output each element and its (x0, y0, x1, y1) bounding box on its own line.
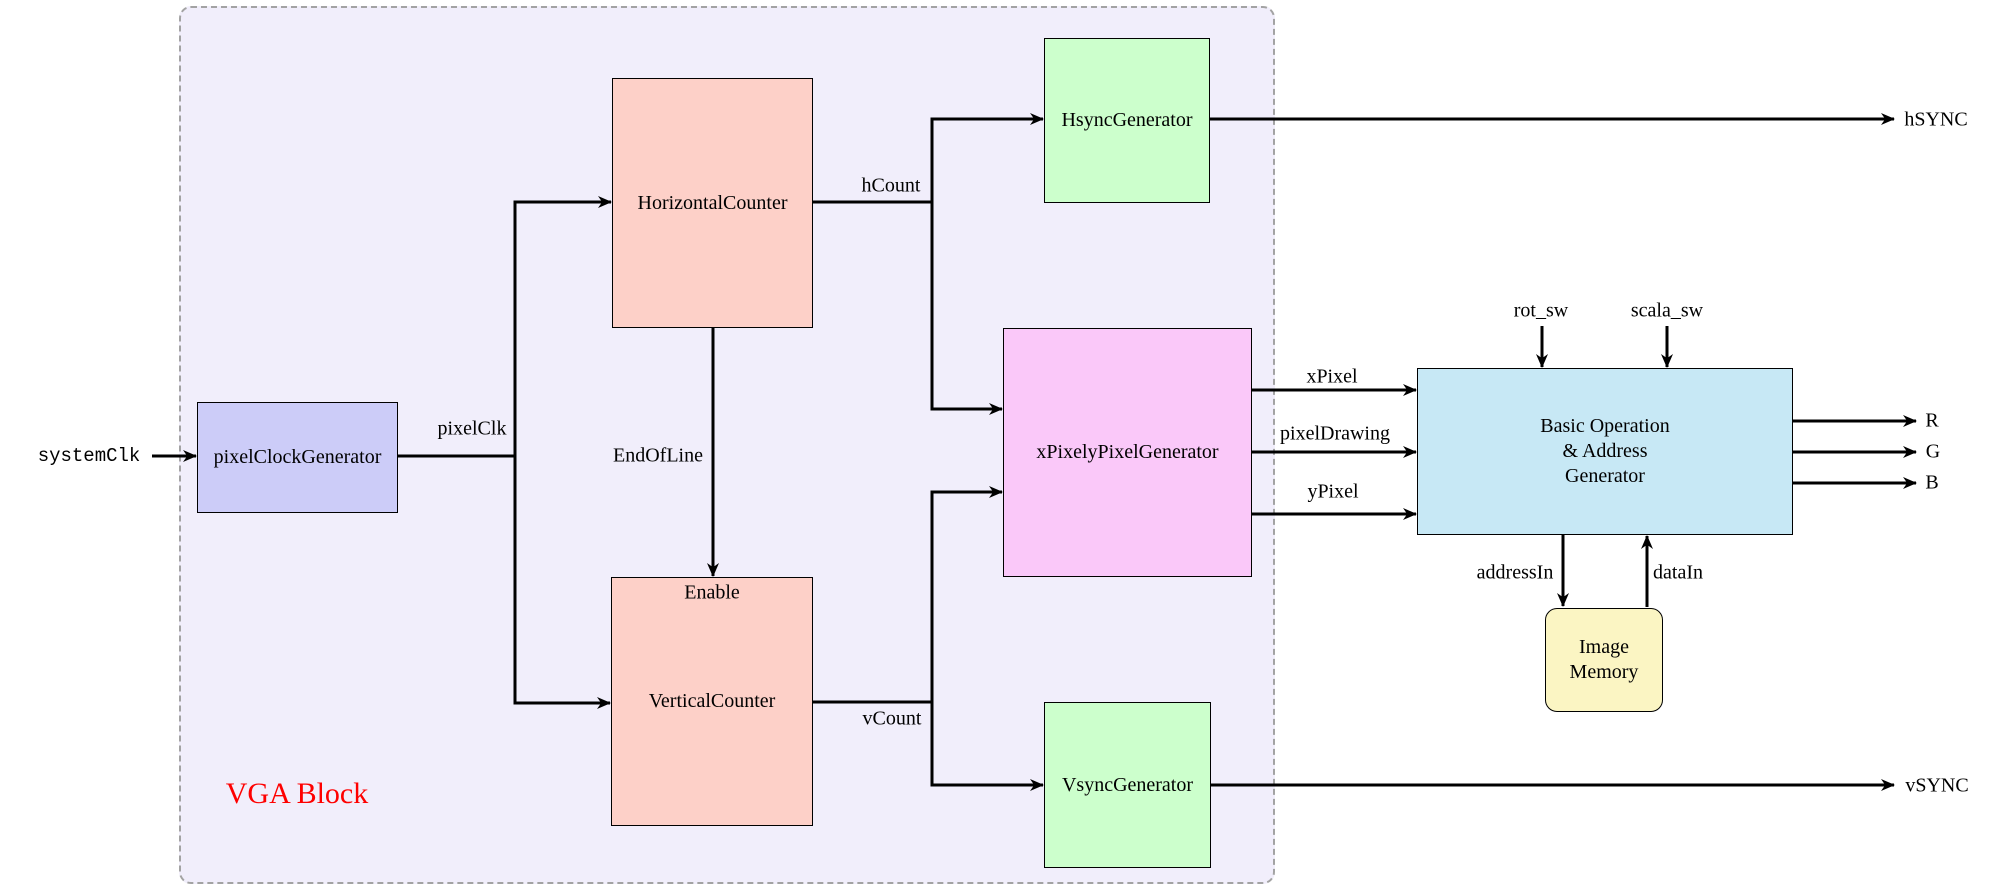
label-addressin: addressIn (1476, 561, 1554, 584)
block-label-line2: & Address (1562, 440, 1648, 462)
label-hsync-output: hSYNC (1904, 108, 1968, 131)
label-vcount: vCount (862, 707, 922, 730)
block-label: HorizontalCounter (637, 191, 788, 214)
vga-block-title: VGA Block (225, 777, 369, 810)
block-label: VerticalCounter (648, 690, 776, 712)
label-pixelclk: pixelClk (437, 417, 507, 440)
block-horizontal-counter: HorizontalCounter (612, 78, 813, 328)
label-blue-output: B (1925, 471, 1939, 494)
label-xpixel: xPixel (1306, 365, 1358, 388)
block-image-memory: Image Memory (1545, 608, 1663, 712)
block-label: pixelClockGenerator (213, 446, 382, 468)
block-label-line3: Generator (1565, 465, 1645, 487)
label-vsync-output: vSYNC (1905, 774, 1969, 797)
block-hsync-generator: HsyncGenerator (1044, 38, 1210, 203)
label-red-output: R (1925, 409, 1939, 432)
block-vertical-counter: VerticalCounter (611, 577, 813, 826)
label-datain: dataIn (1653, 561, 1703, 584)
label-enable-port: Enable (684, 581, 740, 604)
label-systemclk: systemClk (37, 445, 141, 467)
block-vsync-generator: VsyncGenerator (1044, 702, 1211, 868)
label-pixeldrawing: pixelDrawing (1280, 422, 1390, 445)
label-hcount: hCount (861, 174, 921, 197)
block-xpixel-ypixel-generator: xPixelyPixelGenerator (1003, 328, 1252, 577)
block-label-line2: Memory (1569, 661, 1639, 683)
label-ypixel: yPixel (1307, 480, 1359, 503)
label-scala-sw: scala_sw (1630, 299, 1704, 322)
label-green-output: G (1925, 440, 1941, 463)
block-label-line1: Basic Operation (1540, 415, 1670, 437)
label-endofline: EndOfLine (613, 444, 703, 467)
block-pixel-clock-generator: pixelClockGenerator (197, 402, 398, 513)
label-rot-sw: rot_sw (1513, 299, 1569, 322)
block-label-line1: Image (1579, 636, 1629, 658)
block-label: VsyncGenerator (1061, 773, 1194, 796)
block-basic-operation-address-generator: Basic Operation & Address Generator (1417, 368, 1793, 535)
block-label: xPixelyPixelGenerator (1036, 441, 1219, 463)
block-label: HsyncGenerator (1061, 109, 1193, 131)
